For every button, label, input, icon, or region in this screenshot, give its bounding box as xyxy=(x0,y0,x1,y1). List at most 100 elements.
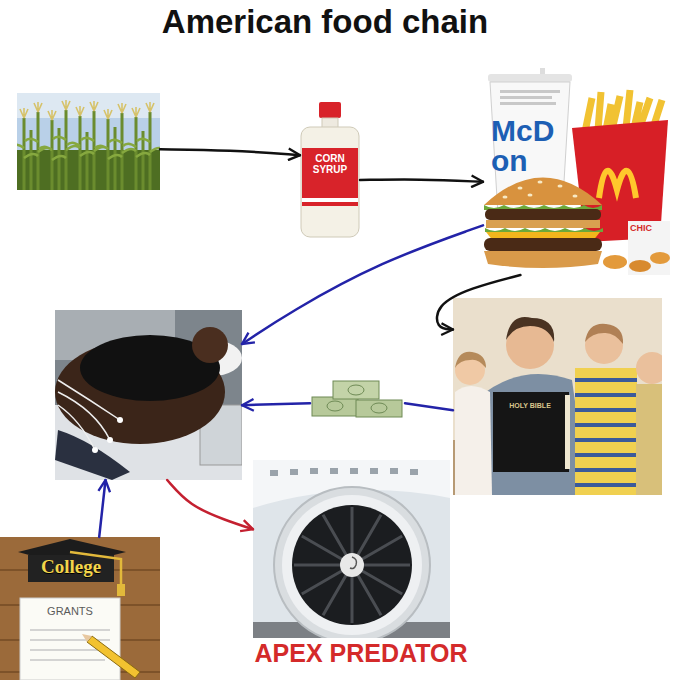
fast-food-meal-part xyxy=(650,252,670,264)
hand-drawn-arrow xyxy=(405,403,453,410)
picture-text: APEX PREDATOR xyxy=(236,640,486,666)
money-stack-part xyxy=(327,401,343,411)
fast-food-node: McD on CHIC xyxy=(483,68,670,275)
fast-food-meal-part xyxy=(558,185,563,188)
college-grants-node: CollegeGRANTS xyxy=(0,537,160,680)
obese-patient-photo-part xyxy=(92,447,98,453)
fast-food-meal-part xyxy=(629,260,651,272)
jet-engine-photo-part xyxy=(282,495,422,635)
picture-text: McD on xyxy=(491,116,571,176)
jet-engine-photo-part xyxy=(294,507,410,623)
picture-text: CHIC xyxy=(630,224,668,233)
jet-engine-node: APEX PREDATOR xyxy=(253,460,450,670)
fast-food-meal-part xyxy=(500,102,556,105)
family-bible-photo-part xyxy=(506,317,554,342)
obese-patient-photo-part xyxy=(192,327,228,363)
family-bible-photo-part xyxy=(565,395,570,469)
hand-drawn-arrow xyxy=(360,180,483,182)
fast-food-meal-part xyxy=(603,255,627,269)
college-grants-picture-part xyxy=(117,584,125,596)
fast-food-meal-part xyxy=(500,90,560,93)
corn-field-part xyxy=(17,93,160,190)
family-bible-photo-part xyxy=(455,386,492,495)
corn-field xyxy=(17,93,160,190)
fast-food-meal-part xyxy=(628,221,670,275)
fast-food-meal-part xyxy=(500,96,552,99)
college-grants-picture-part xyxy=(82,634,92,642)
obese-patient-photo-part xyxy=(55,310,242,480)
picture-text: CORN SYRUP xyxy=(302,154,358,175)
picture-text: College xyxy=(28,557,114,577)
jet-engine-photo-part xyxy=(350,557,357,569)
fast-food-meal-part xyxy=(484,251,602,268)
family-bible-photo-part xyxy=(636,384,662,495)
family-bible-photo xyxy=(453,298,662,495)
family-bible-photo-part xyxy=(636,352,662,384)
family-bible-photo-part xyxy=(585,324,623,344)
money-stack-part xyxy=(348,385,364,395)
corn-syrup-bottle-part xyxy=(302,198,358,202)
family-bible-photo-part xyxy=(455,352,486,368)
obese-patient-photo-part xyxy=(58,380,120,450)
college-grants-picture xyxy=(0,537,160,680)
corn-field-part xyxy=(20,100,154,120)
fast-food-meal-part xyxy=(518,187,523,190)
corn-syrup-bottle-part xyxy=(301,127,359,237)
obese-patient-photo-part xyxy=(117,417,123,423)
college-grants-picture-part xyxy=(0,537,160,680)
fast-food-meal xyxy=(483,68,670,275)
money-stack-part xyxy=(312,397,358,416)
fast-food-meal-part xyxy=(503,196,508,199)
patient-node xyxy=(55,310,242,480)
fast-food-meal-part xyxy=(538,181,543,184)
syrup-bottle-node: CORN SYRUP xyxy=(300,100,360,238)
hand-drawn-arrow xyxy=(437,275,520,330)
money-stack-part xyxy=(371,403,387,413)
family-bible-photo-part xyxy=(493,392,569,472)
corn-syrup-bottle xyxy=(301,102,359,237)
college-grants-picture-part xyxy=(87,636,140,678)
fast-food-meal-part xyxy=(486,220,600,228)
fast-food-meal-part xyxy=(488,74,572,82)
money-node xyxy=(310,378,405,420)
corn-field-part xyxy=(17,137,160,160)
hand-drawn-arrow xyxy=(99,480,105,537)
hand-drawn-arrow xyxy=(242,225,483,344)
picture-text: HOLY BIBLE xyxy=(495,402,565,409)
diagram-title: American food chain xyxy=(160,4,490,40)
jet-engine-photo-part xyxy=(292,505,412,625)
family-bible-photo-part xyxy=(453,298,662,495)
college-grants-picture-part xyxy=(28,555,114,582)
jet-engine-photo xyxy=(253,460,450,638)
hand-drawn-arrow xyxy=(167,480,253,529)
fast-food-meal-part xyxy=(484,178,602,206)
hand-drawn-arrow xyxy=(160,149,300,155)
hand-drawn-arrow xyxy=(242,403,310,405)
jet-engine-photo-part xyxy=(270,468,418,476)
money-stack xyxy=(312,381,402,417)
corn-syrup-bottle-part xyxy=(302,148,358,206)
college-grants-picture-part xyxy=(20,598,120,680)
family-bible-photo-part xyxy=(575,368,637,495)
fast-food-meal-part xyxy=(485,209,601,220)
fast-food-meal-part xyxy=(528,194,533,197)
fast-food-meal-part xyxy=(484,238,602,251)
jet-engine-photo-part xyxy=(340,553,364,577)
money-stack-part xyxy=(333,381,379,399)
corn-syrup-bottle-part xyxy=(319,102,341,118)
corn-field-node xyxy=(17,93,160,190)
fast-food-meal-part xyxy=(485,228,603,232)
jet-engine-photo-part xyxy=(274,487,430,638)
family-bible-photo-part xyxy=(575,380,637,485)
fast-food-meal-part xyxy=(599,171,636,198)
money-stack-part xyxy=(356,400,402,417)
obese-patient-photo xyxy=(55,310,242,480)
family-node: HOLY BIBLE xyxy=(453,298,662,495)
picture-text: GRANTS xyxy=(20,606,120,618)
obese-patient-photo-part xyxy=(107,437,113,443)
fast-food-meal-part xyxy=(573,195,578,198)
